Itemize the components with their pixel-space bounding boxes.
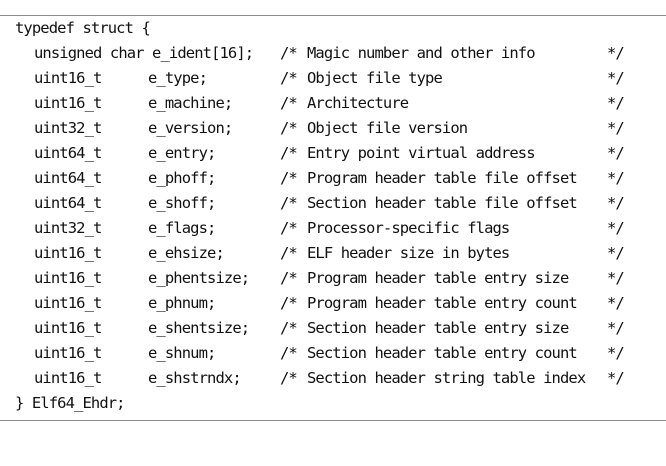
field-name: e_shoff;	[148, 194, 216, 212]
comment-open: /*	[280, 244, 298, 262]
field-type: uint16_t	[34, 369, 102, 387]
comment-close: */	[607, 294, 625, 312]
comment-open: /*	[280, 119, 298, 137]
top-rule	[0, 15, 666, 16]
struct-field-line: uint32_t e_flags; /* Processor-specific fla…	[15, 216, 655, 241]
field-type: uint32_t	[34, 219, 102, 237]
field-description: Object file type	[307, 69, 443, 87]
field-name: e_ehsize;	[148, 244, 225, 262]
field-description: Section header table file offset	[307, 194, 578, 212]
field-name: e_phoff;	[148, 169, 216, 187]
field-type: uint16_t	[34, 319, 102, 337]
field-name: e_phnum;	[148, 294, 216, 312]
struct-field-line: uint64_t e_phoff; /* Program header table f…	[15, 166, 655, 191]
struct-field-line: uint16_t e_shentsize; /* Section header tab…	[15, 316, 655, 341]
field-name: e_shstrndx;	[148, 369, 242, 387]
field-description: Entry point virtual address	[307, 144, 536, 162]
field-type: uint32_t	[34, 119, 102, 137]
field-name: e_shentsize;	[148, 319, 250, 337]
field-description: Section header string table index	[307, 369, 586, 387]
struct-field-line: uint16_t e_type; /* Object file type */	[15, 66, 655, 91]
struct-open-text: typedef struct {	[15, 19, 151, 37]
comment-open: /*	[280, 219, 298, 237]
field-name: e_flags;	[148, 219, 216, 237]
comment-close: */	[607, 44, 625, 62]
comment-close: */	[607, 119, 625, 137]
comment-close: */	[607, 344, 625, 362]
comment-open: /*	[280, 369, 298, 387]
field-description: Object file version	[307, 119, 468, 137]
field-description: Program header table entry count	[307, 294, 578, 312]
field-type: uint16_t	[34, 94, 102, 112]
comment-close: */	[607, 144, 625, 162]
comment-close: */	[607, 269, 625, 287]
struct-field-line: uint16_t e_phentsize; /* Program header tab…	[15, 266, 655, 291]
field-name: e_machine;	[148, 94, 233, 112]
comment-close: */	[607, 69, 625, 87]
field-type: uint16_t	[34, 269, 102, 287]
comment-open: /*	[280, 294, 298, 312]
code-listing: typedef struct { unsigned char e_ident[1…	[15, 16, 655, 416]
struct-field-line: uint64_t e_entry; /* Entry point virtual ad…	[15, 141, 655, 166]
field-description: Section header table entry count	[307, 344, 578, 362]
field-description: Program header table file offset	[307, 169, 578, 187]
comment-close: */	[607, 194, 625, 212]
field-type: uint16_t	[34, 344, 102, 362]
field-name: e_shnum;	[148, 344, 216, 362]
field-type: uint16_t	[34, 244, 102, 262]
comment-open: /*	[280, 169, 298, 187]
struct-field-line: uint16_t e_shstrndx; /* Section header stri…	[15, 366, 655, 391]
struct-field-line: unsigned char e_ident[16]; /* Magic numb…	[15, 41, 655, 66]
field-type: uint16_t	[34, 294, 102, 312]
struct-field-line: uint16_t e_phnum; /* Program header table e…	[15, 291, 655, 316]
struct-field-line: uint16_t e_ehsize; /* ELF header size in by…	[15, 241, 655, 266]
field-name: e_type;	[148, 69, 208, 87]
comment-open: /*	[280, 319, 298, 337]
field-declaration: unsigned char e_ident[16];	[34, 44, 254, 62]
field-description: ELF header size in bytes	[307, 244, 510, 262]
comment-open: /*	[280, 44, 298, 62]
comment-close: */	[607, 94, 625, 112]
struct-field-line: uint16_t e_machine; /* Architecture */	[15, 91, 655, 116]
field-description: Magic number and other info	[307, 44, 536, 62]
comment-open: /*	[280, 94, 298, 112]
comment-close: */	[607, 219, 625, 237]
struct-field-line: uint32_t e_version; /* Object file version *…	[15, 116, 655, 141]
field-type: uint16_t	[34, 69, 102, 87]
struct-close-text: } Elf64_Ehdr;	[15, 394, 126, 412]
field-description: Program header table entry size	[307, 269, 569, 287]
comment-close: */	[607, 169, 625, 187]
comment-open: /*	[280, 194, 298, 212]
field-description: Processor-specific flags	[307, 219, 510, 237]
field-type: uint64_t	[34, 169, 102, 187]
comment-open: /*	[280, 69, 298, 87]
field-description: Section header table entry size	[307, 319, 569, 337]
comment-open: /*	[280, 269, 298, 287]
field-type: uint64_t	[34, 194, 102, 212]
bottom-rule	[0, 420, 666, 421]
comment-close: */	[607, 369, 625, 387]
comment-open: /*	[280, 344, 298, 362]
struct-field-line: uint16_t e_shnum; /* Section header table e…	[15, 341, 655, 366]
struct-open-line: typedef struct {	[15, 16, 655, 41]
field-description: Architecture	[307, 94, 409, 112]
struct-close-line: } Elf64_Ehdr;	[15, 391, 655, 416]
comment-close: */	[607, 244, 625, 262]
comment-close: */	[607, 319, 625, 337]
field-name: e_version;	[148, 119, 233, 137]
field-type: uint64_t	[34, 144, 102, 162]
comment-open: /*	[280, 144, 298, 162]
field-name: e_entry;	[148, 144, 216, 162]
field-name: e_phentsize;	[148, 269, 250, 287]
struct-field-line: uint64_t e_shoff; /* Section header table f…	[15, 191, 655, 216]
